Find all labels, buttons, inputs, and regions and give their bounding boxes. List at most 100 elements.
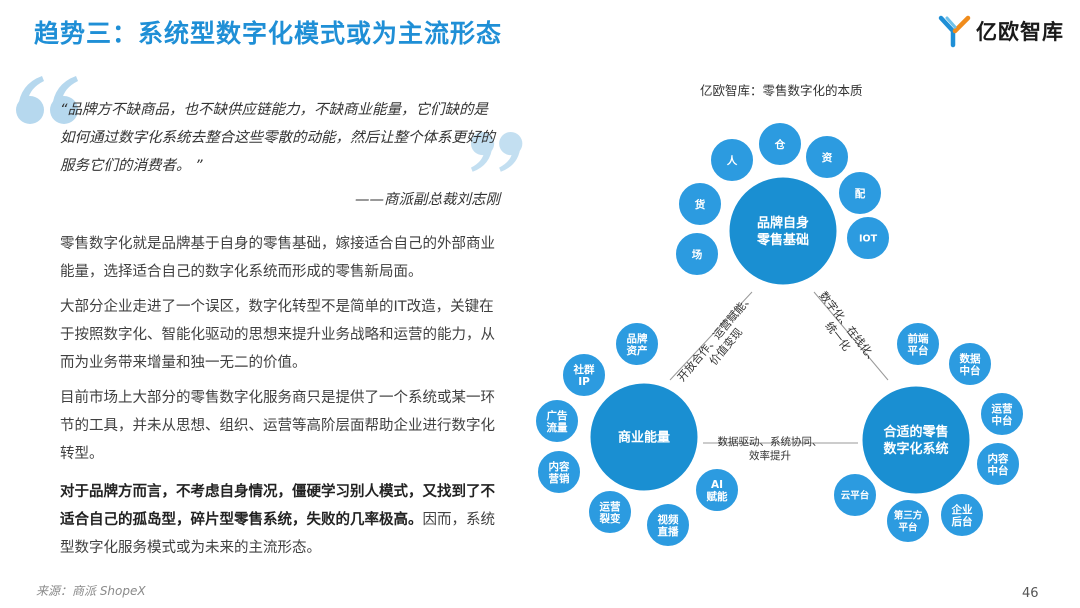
- left-node-circle: [534, 398, 580, 444]
- close-quote-icon: [470, 131, 523, 172]
- hub-digital-system-label-line: 数字化系统: [883, 441, 948, 457]
- edge-line-right-top: [813, 291, 889, 381]
- right-node-label-line: 企业: [951, 503, 973, 516]
- top-node-5: 资: [804, 134, 850, 180]
- top-node-circle: [804, 134, 850, 180]
- top-node-1: 场: [674, 231, 720, 277]
- top-node-label-line: 配: [855, 188, 866, 200]
- left-node-circle: [561, 352, 607, 398]
- left-node-label-line: 资产: [627, 344, 648, 357]
- top-node-label: 仓: [774, 138, 786, 151]
- left-node-label-line: 流量: [547, 421, 568, 434]
- page-title: 趋势三：系统型数字化模式或为主流形态: [34, 19, 503, 48]
- right-node-label-line: 云平台: [841, 489, 870, 501]
- left-node-3: 广告流量: [534, 398, 580, 444]
- left-node-label: 广告流量: [547, 409, 568, 434]
- top-node-2: 货: [677, 181, 723, 227]
- right-node-label-line: 后台: [952, 515, 973, 528]
- right-node-label: 第三方平台: [894, 509, 923, 533]
- hub-commercial-energy-label: 商业能量: [618, 430, 670, 446]
- top-node-circle: [709, 137, 755, 183]
- left-node-label-line: AI: [711, 479, 723, 491]
- hub-brand-retail-base-label: 品牌自身零售基础: [756, 215, 809, 248]
- top-node-label: IOT: [859, 233, 878, 244]
- hub-brand-retail-base-label-line: 零售基础: [756, 232, 809, 248]
- right-node-3: 运营中台: [979, 391, 1025, 437]
- top-node-circle: [757, 121, 803, 167]
- left-node-circle: [614, 321, 660, 367]
- top-node-label-line: 货: [694, 198, 706, 211]
- top-node-label: 场: [692, 248, 703, 261]
- edge-label-right-top: 数字化、在线化、统一化: [806, 289, 882, 376]
- hub-digital-system-label: 合适的零售数字化系统: [883, 424, 948, 457]
- right-node-label: 云平台: [841, 489, 870, 501]
- right-node-label-line: 平台: [898, 521, 918, 533]
- quote-author: ——商派副总裁刘志刚: [355, 192, 500, 208]
- paragraph-1: 零售数字化就是品牌基于自身的零售基础，嫁接适合自己的外部商业能量，选择适合自己的…: [60, 236, 495, 280]
- top-node-label: 货: [694, 198, 706, 211]
- right-node-circle: [979, 391, 1025, 437]
- edge-line-left-top: [669, 291, 753, 381]
- right-node-circle: [975, 441, 1021, 487]
- top-node-label: 配: [855, 188, 866, 200]
- right-node-label-line: 第三方: [894, 509, 923, 521]
- source-note: 来源：商派 ShopeX: [36, 584, 146, 598]
- paragraph-3: 目前市场上大部分的零售数字化服务商只是提供了一个系统或某一环节的工具，并未从思想…: [60, 390, 495, 462]
- hub-commercial-energy-circle: [587, 380, 701, 494]
- left-node-label: 内容营销: [549, 460, 570, 485]
- right-node-label-line: 前端: [908, 332, 929, 345]
- quote-text: “品牌方不缺商品，也不缺供应链能力，不缺商业能量，它们缺的是如何通过数字化系统去…: [60, 102, 495, 174]
- top-node-label-line: 仓: [774, 138, 786, 151]
- paragraph-4-rest: 因而，系统型数字化服务模式或为未来的主流形态。: [60, 512, 495, 556]
- left-node-1: 品牌资产: [614, 321, 660, 367]
- edge-label-bottom-line: 数据驱动、系统协同、: [718, 435, 823, 448]
- edge-label-bottom: 数据驱动、系统协同、效率提升: [718, 435, 823, 462]
- left-node-label-line: 内容: [549, 460, 570, 473]
- left-node-label-line: 赋能: [707, 490, 728, 503]
- right-node-label-line: 中台: [992, 414, 1013, 427]
- top-node-7: IOT: [845, 215, 891, 261]
- right-node-label-line: 数据: [959, 352, 981, 365]
- left-node-label-line: 直播: [658, 525, 679, 538]
- paragraph-4: 对于品牌方而言，不考虑自身情况，僵硬学习别人模式，又找到了不适合自己的孤岛型，碎…: [60, 478, 500, 562]
- left-node-5: 运营裂变: [587, 489, 633, 535]
- open-quote-icon: [16, 76, 78, 124]
- right-node-7: 云平台: [832, 472, 878, 518]
- right-node-circle: [895, 321, 941, 367]
- left-node-label: 运营裂变: [599, 500, 621, 525]
- top-node-3: 人: [709, 137, 755, 183]
- hub-commercial-energy-label-line: 商业能量: [618, 430, 670, 446]
- right-node-4: 内容中台: [975, 441, 1021, 487]
- left-node-4: 内容营销: [536, 449, 582, 495]
- logo-text: 亿欧智库: [976, 20, 1064, 44]
- hub-commercial-energy: 商业能量: [587, 380, 701, 494]
- left-node-circle: [536, 449, 582, 495]
- right-node-5: 企业后台: [939, 492, 985, 538]
- right-node-6: 第三方平台: [885, 498, 931, 544]
- right-node-label-line: 平台: [908, 344, 929, 357]
- right-node-label: 前端平台: [908, 332, 929, 357]
- paragraph-2: 大部分企业走进了一个误区，数字化转型不是简单的IT改造，关键在于按照数字化、智能…: [60, 299, 495, 371]
- page-number: 46: [1022, 586, 1039, 601]
- right-node-1: 前端平台: [895, 321, 941, 367]
- edge-label-left-top: 开放合作、运营赋能、价值变现: [674, 291, 766, 393]
- right-node-label-line: 中台: [988, 464, 1009, 477]
- hub-brand-retail-base-label-line: 品牌自身: [757, 215, 809, 231]
- left-node-circle: [694, 467, 740, 513]
- left-node-label-line: 品牌: [627, 332, 648, 345]
- edge-label-bottom-line: 效率提升: [749, 449, 791, 462]
- left-node-label-line: IP: [578, 376, 590, 388]
- right-node-label: 企业后台: [951, 503, 973, 528]
- top-node-4: 仓: [757, 121, 803, 167]
- top-node-circle: [677, 181, 723, 227]
- top-node-label-line: IOT: [859, 233, 878, 244]
- left-node-label-line: 营销: [549, 472, 570, 485]
- yiou-logo-icon: [938, 15, 971, 48]
- right-node-circle: [947, 341, 993, 387]
- hub-brand-retail-base: 品牌自身零售基础: [726, 174, 840, 288]
- logo: 亿欧智库: [938, 14, 1064, 48]
